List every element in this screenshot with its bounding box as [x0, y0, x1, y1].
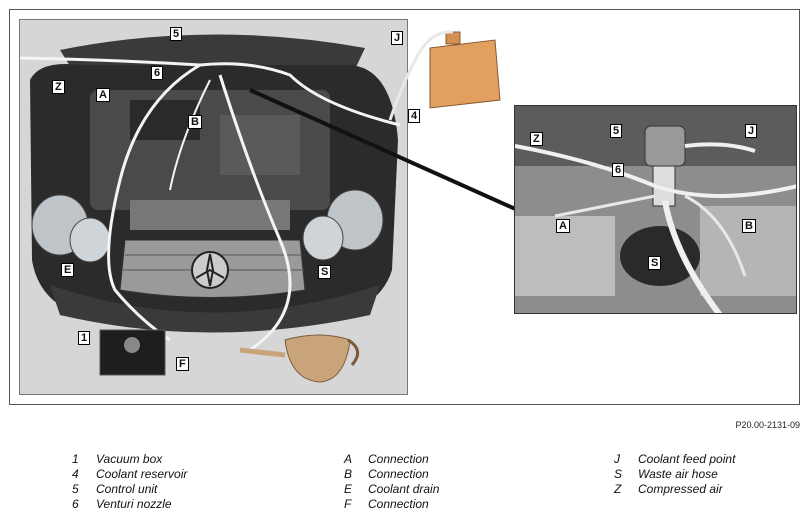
callout-main-S: S	[318, 265, 332, 279]
legend-label: Coolant feed point	[638, 452, 736, 466]
callout-main-B: B	[188, 115, 202, 129]
vacuum-box-gauge	[124, 337, 140, 353]
callout-main-5: 5	[170, 27, 183, 41]
legend-item: J Coolant feed point	[614, 452, 735, 467]
legend-column-2: A Connection B Connection E Coolant drain F…	[344, 452, 439, 512]
legend-label: Venturi nozzle	[96, 497, 172, 511]
legend-item: F Connection	[344, 497, 439, 512]
legend-label: Vacuum box	[96, 452, 163, 466]
legend-key: E	[344, 482, 353, 496]
callout-detail-6: 6	[612, 163, 625, 177]
detail-connection-b-line	[684, 194, 747, 277]
detail-control-unit	[644, 125, 686, 167]
callout-detail-J: J	[745, 124, 758, 138]
legend-label: Coolant reservoir	[96, 467, 188, 481]
legend-label: Compressed air	[638, 482, 723, 496]
legend-key: A	[344, 452, 353, 466]
detail-closeup-illustration	[514, 105, 797, 314]
callout-detail-S: S	[648, 256, 662, 270]
legend-label: Waste air hose	[638, 467, 718, 481]
callout-main-A: A	[96, 88, 110, 102]
watering-can	[284, 334, 351, 383]
legend-key: J	[614, 452, 620, 466]
legend-label: Connection	[368, 452, 429, 466]
callout-detail-5: 5	[610, 124, 623, 138]
callout-detail-Z: Z	[530, 132, 543, 146]
callout-main-F: F	[176, 357, 189, 371]
legend-key: 6	[72, 497, 79, 511]
intake-manifold	[220, 115, 300, 175]
legend-key: Z	[614, 482, 622, 496]
detail-coolant-feed-line	[684, 142, 756, 153]
detail-compressed-air-line	[515, 144, 796, 198]
legend-label: Connection	[368, 497, 429, 511]
legend-item: Z Compressed air	[614, 482, 735, 497]
coolant-drain-hose	[107, 63, 201, 342]
legend-column-3: J Coolant feed point S Waste air hose Z Com…	[614, 452, 735, 497]
callout-main-4: 4	[408, 109, 421, 123]
legend-key: 4	[72, 467, 79, 481]
connection-hose-a	[169, 79, 211, 191]
front-bumper	[50, 285, 380, 333]
legend-item: B Connection	[344, 467, 439, 482]
waste-air-hose	[218, 74, 292, 352]
detail-drawing	[515, 106, 796, 313]
figure-reference-code: P20.00-2131-09	[735, 420, 800, 430]
callout-main-Z: Z	[52, 80, 65, 94]
callout-detail-B: B	[742, 219, 756, 233]
legend-item: S Waste air hose	[614, 467, 735, 482]
legend-key: F	[344, 497, 352, 511]
callout-main-E: E	[61, 263, 75, 277]
legend-item: E Coolant drain	[344, 482, 439, 497]
legend-label: Connection	[368, 467, 429, 481]
detail-waste-air-hose	[662, 200, 723, 313]
callout-detail-A: A	[556, 219, 570, 233]
star-emblem-lines	[195, 253, 225, 287]
legend-key: B	[344, 467, 353, 481]
detail-connection-a-line	[554, 194, 656, 218]
legend-key: S	[614, 467, 623, 481]
left-inner-headlight	[69, 217, 111, 263]
legend-item: 4 Coolant reservoir	[72, 467, 187, 482]
legend-item: 1 Vacuum box	[72, 452, 187, 467]
legend-key: 1	[72, 452, 79, 466]
legend-item: 5 Control unit	[72, 482, 187, 497]
right-inner-headlight	[302, 215, 344, 261]
legend-label: Control unit	[96, 482, 158, 496]
callout-main-1: 1	[78, 331, 91, 345]
legend-column-1: 1 Vacuum box 4 Coolant reservoir 5 Control …	[72, 452, 187, 512]
legend-item: 6 Venturi nozzle	[72, 497, 187, 512]
legend-item: A Connection	[344, 452, 439, 467]
callout-main-6: 6	[151, 66, 164, 80]
watering-can-handle	[347, 338, 360, 366]
callout-main-J: J	[391, 31, 404, 45]
watering-can-spout	[239, 347, 286, 358]
legend-key: 5	[72, 482, 79, 496]
legend-label: Coolant drain	[368, 482, 440, 496]
